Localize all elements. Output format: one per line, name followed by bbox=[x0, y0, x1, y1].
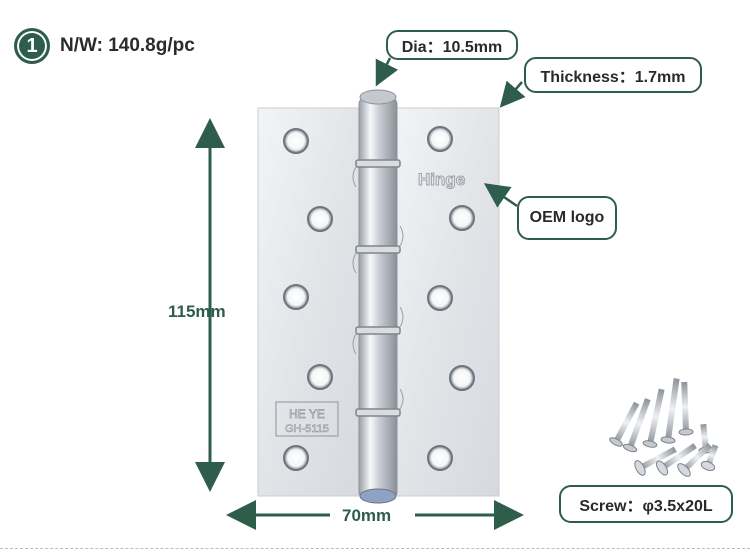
hinge-left-holes bbox=[283, 128, 333, 471]
thickness-pointer bbox=[499, 80, 526, 108]
badge-number: 1 bbox=[26, 34, 38, 57]
hinge-logo-text: Hinge bbox=[418, 170, 465, 189]
screws-illustration bbox=[609, 378, 719, 477]
oem-logo-callout: OEM logo bbox=[517, 196, 617, 240]
hinge bbox=[257, 89, 500, 504]
height-dimension-label: 115mm bbox=[168, 302, 226, 321]
hinge-stamp-line1: HE YE bbox=[289, 407, 325, 421]
net-weight-label: N/W: 140.8g/pc bbox=[60, 35, 195, 56]
dia-pointer bbox=[375, 57, 399, 87]
thickness-callout: Thickness：1.7mm bbox=[524, 57, 702, 93]
step-number-badge: 1 bbox=[14, 28, 50, 64]
hinge-left-leaf bbox=[257, 107, 363, 497]
hinge-right-holes bbox=[427, 126, 475, 471]
thickness-callout-text: Thickness：1.7mm bbox=[540, 69, 686, 86]
oem-logo-callout-text: OEM logo bbox=[529, 209, 605, 226]
hinge-stamp-frame bbox=[275, 401, 339, 437]
diameter-callout: Dia：10.5mm bbox=[386, 30, 518, 60]
diameter-callout-text: Dia：10.5mm bbox=[401, 39, 503, 56]
hinge-stamp-line2: GH-5115 bbox=[285, 423, 329, 435]
oem-pointer bbox=[483, 183, 518, 208]
bottom-divider bbox=[0, 548, 750, 549]
hinge-barrel bbox=[352, 89, 404, 504]
width-dimension-label: 70mm bbox=[342, 506, 392, 525]
screw-callout-text: Screw：φ3.5x20L bbox=[579, 498, 713, 515]
screw-callout: Screw：φ3.5x20L bbox=[559, 485, 733, 523]
